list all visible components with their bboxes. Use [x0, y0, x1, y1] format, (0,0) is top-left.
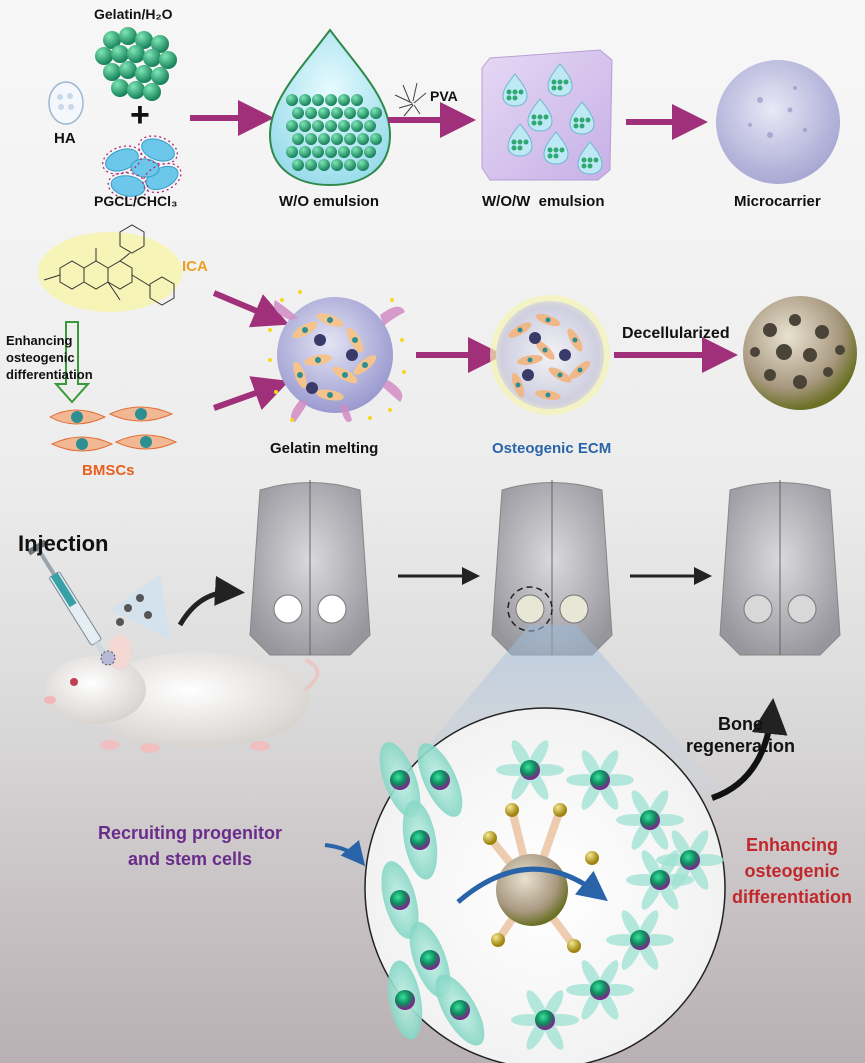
- label-pgcl: PGCL/CHCl₃: [94, 193, 178, 209]
- injection-cone: [110, 575, 170, 640]
- label-ica: ICA: [182, 258, 208, 275]
- decellularized-sphere: [743, 296, 857, 410]
- label-plus: +: [130, 96, 150, 134]
- skull-3: [719, 480, 841, 656]
- recruit-arrow: [324, 840, 366, 867]
- label-enhancing-bottom: Enhancing osteogenic differentiation: [732, 835, 852, 907]
- wo-emulsion-drop: [268, 28, 392, 187]
- label-wo: W/O emulsion: [279, 193, 380, 210]
- ha-particle: [48, 81, 84, 125]
- label-bone-regeneration: Bone regeneration: [686, 714, 796, 756]
- osteogenic-ecm-sphere: [490, 295, 610, 415]
- bmsc-cells: [48, 406, 178, 452]
- label-osteogenic-ecm: Osteogenic ECM: [492, 440, 612, 457]
- label-bmscs: BMSCs: [82, 462, 135, 479]
- pgcl-polymer: [102, 135, 182, 200]
- microcarrier-sphere: [716, 60, 840, 184]
- gelatin-beads: [95, 27, 177, 101]
- label-gelatin-melting: Gelatin melting: [270, 440, 379, 457]
- label-ha: HA: [54, 130, 76, 147]
- pva-molecule: [394, 82, 427, 117]
- label-injection: Injection: [18, 531, 109, 556]
- label-decellularized: Decellularized: [622, 325, 730, 342]
- label-pva: PVA: [430, 88, 458, 104]
- wow-emulsion-cube: [481, 49, 613, 181]
- label-wow: W/O/W emulsion: [482, 193, 605, 210]
- skull-2: [491, 480, 613, 656]
- enhancing-green-arrow: [53, 321, 91, 404]
- rat: [44, 633, 320, 753]
- ica-structure: [38, 224, 182, 312]
- arrow-ica-to-melt: [212, 290, 290, 328]
- zoom-circle: [364, 707, 726, 1063]
- gelatin-melting-sphere: [268, 290, 406, 423]
- label-enhancing-top: Enhancing osteogenic differentiation: [6, 333, 93, 382]
- bone-regen-arrow: [710, 698, 788, 801]
- arrow-bmsc-to-melt: [212, 376, 290, 411]
- label-gelatin: Gelatin/H₂O: [94, 6, 173, 22]
- label-microcarrier: Microcarrier: [734, 193, 821, 210]
- curved-arrow-to-skull: [177, 575, 245, 627]
- label-recruiting: Recruiting progenitor and stem cells: [98, 823, 282, 869]
- skull-1: [249, 480, 371, 656]
